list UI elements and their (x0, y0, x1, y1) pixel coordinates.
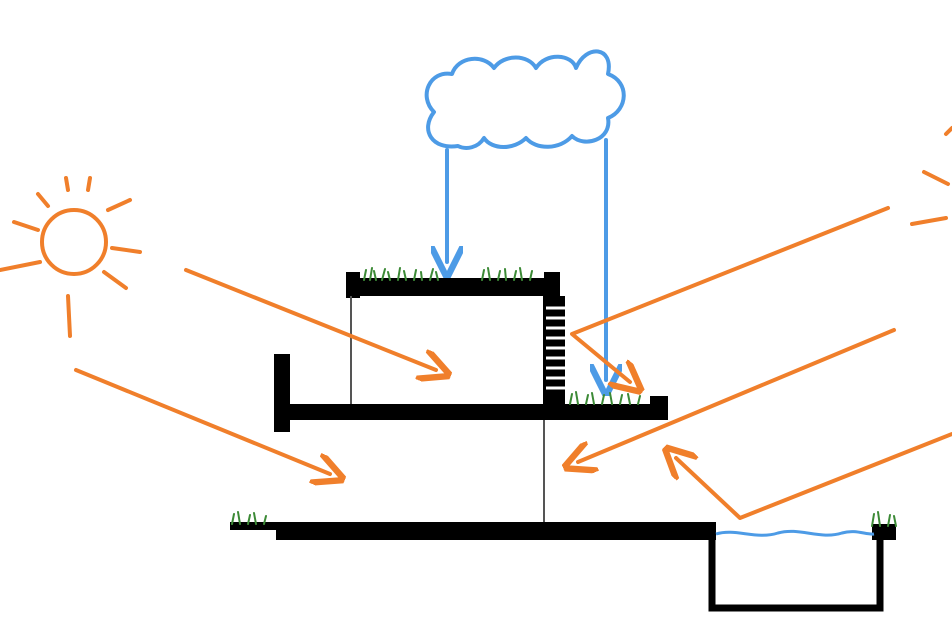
pool-water (715, 529, 875, 537)
middle-slab (276, 404, 668, 420)
ground-level (230, 522, 896, 612)
ground-slab (276, 522, 716, 540)
ground-lip (230, 522, 280, 530)
grass (231, 267, 897, 527)
upper-floor (346, 272, 565, 404)
sun-arrow-under-slab (578, 328, 896, 462)
sun-arrow-terrace (570, 206, 890, 382)
partial-sun-icon (910, 126, 952, 226)
cloud-icon (424, 49, 626, 150)
sun-arrow-pool-reflection (676, 432, 952, 520)
pool-edge-right (872, 524, 896, 540)
sun-icon (0, 176, 142, 338)
rain-arrows (447, 138, 606, 380)
upper-roof-slab (346, 278, 558, 296)
middle-floor (274, 354, 668, 526)
upper-roof-end-right (544, 272, 560, 298)
middle-slab-end-right (650, 396, 668, 420)
sun-arrow-upper-room (184, 268, 436, 370)
upper-roof-end-left (346, 272, 360, 298)
sun-arrow-ground-room (74, 368, 330, 474)
pool-basin (708, 530, 884, 612)
sun-arrows (74, 206, 952, 520)
louvered-facade (543, 296, 565, 404)
parapet-left (274, 354, 290, 432)
